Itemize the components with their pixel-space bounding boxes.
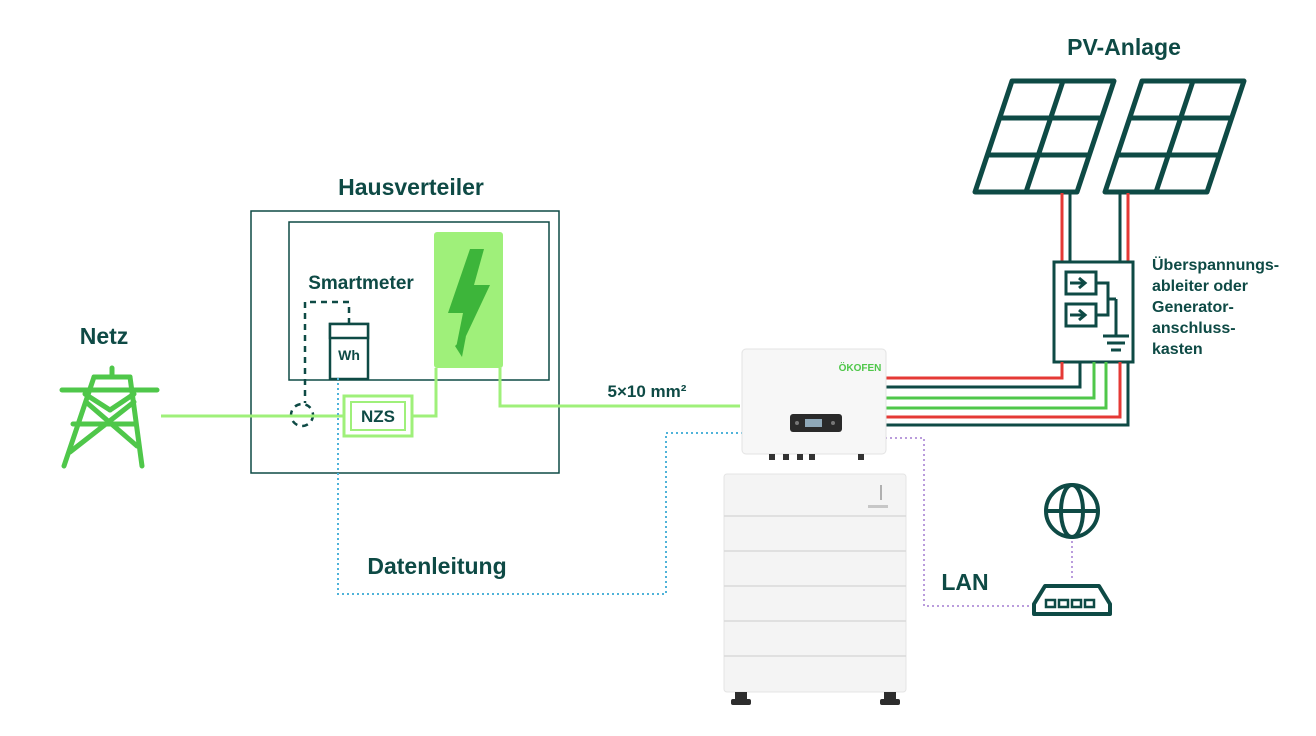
grid-power-line [161, 368, 740, 418]
hausverteiler-label: Hausverteiler [338, 174, 484, 200]
ground-icon [1103, 334, 1129, 352]
inverter-brand: ÖKOFEN [839, 361, 882, 374]
smartmeter-label: Smartmeter [308, 273, 414, 294]
smartmeter-device: Wh [328, 322, 370, 381]
nzs-box: NZS [342, 394, 414, 438]
hausverteiler-box [250, 210, 560, 474]
svg-text:anschluss-: anschluss- [1152, 320, 1236, 337]
globe-icon [1044, 483, 1100, 539]
surge-protector-label: Überspannungs- ableiter oder Generator- … [1152, 255, 1279, 358]
dc-wires-to-inverter [886, 362, 1130, 427]
solar-panel-icon [972, 78, 1117, 195]
lightning-bolt-icon [434, 232, 503, 368]
svg-text:kasten: kasten [1152, 341, 1203, 358]
wh-label: Wh [338, 347, 360, 363]
datenleitung-label: Datenleitung [367, 553, 506, 579]
surge-protector-box [1052, 260, 1135, 364]
battery-stack [723, 473, 907, 705]
svg-text:ableiter oder: ableiter oder [1152, 278, 1248, 295]
lan-label: LAN [941, 569, 988, 595]
inverter: ÖKOFEN [741, 348, 887, 460]
netz-label: Netz [80, 323, 129, 349]
svg-text:Generator-: Generator- [1152, 299, 1234, 316]
pv-anlage-label: PV-Anlage [1067, 34, 1181, 60]
lan-line [885, 437, 1073, 607]
data-line [337, 378, 742, 595]
router-icon [1032, 584, 1112, 616]
pv-dc-wires [1060, 193, 1130, 262]
power-tower-icon [59, 365, 160, 469]
solar-panel-icon [1102, 78, 1247, 195]
nzs-label: NZS [361, 407, 395, 426]
cable-spec-label: 5×10 mm² [608, 382, 687, 401]
svg-text:Überspannungs-: Überspannungs- [1152, 255, 1279, 274]
